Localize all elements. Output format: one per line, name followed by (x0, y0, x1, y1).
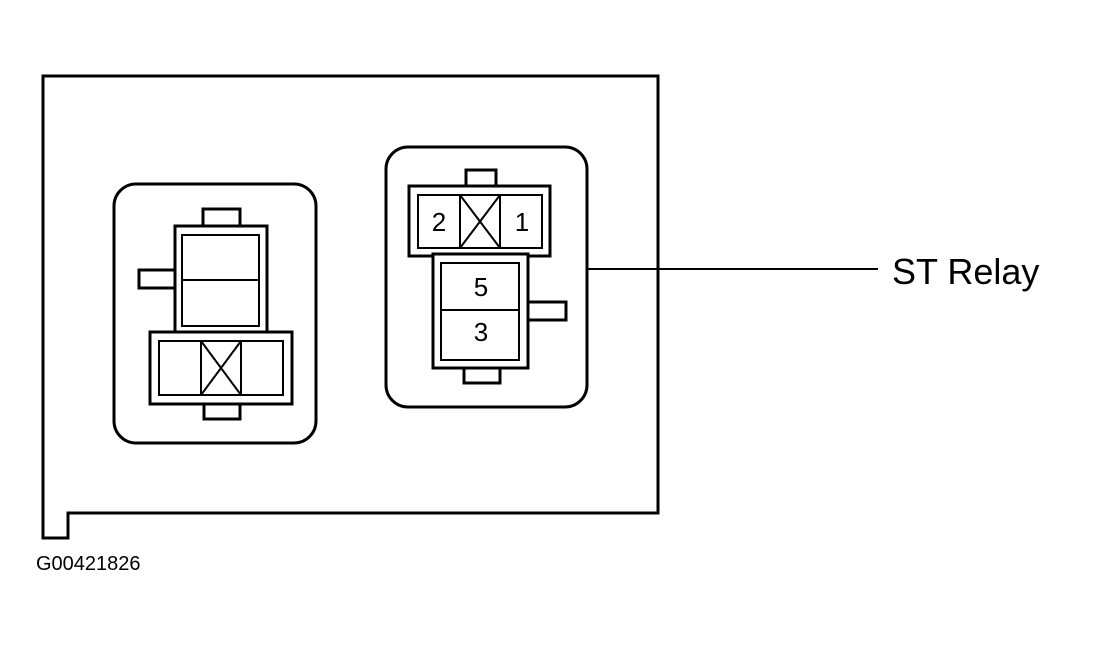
st-relay-callout-label: ST Relay (892, 251, 1039, 292)
st-relay-blocked-cross-b (459, 194, 501, 249)
st-relay-socket: 2 1 5 3 (384, 145, 589, 409)
left-relay-lower-cavity-right (240, 340, 284, 396)
figure-id: G00421826 (36, 553, 141, 575)
left-relay-lower-cavity-left (158, 340, 202, 396)
left-relay-socket (112, 182, 318, 445)
st-relay-cavity-5 (440, 262, 520, 311)
st-relay-cavity-2 (417, 194, 461, 249)
st-relay-pin-1-label: 1 (515, 207, 529, 237)
st-relay-pin-5-label: 5 (474, 272, 488, 302)
left-relay-upper-cavity-1 (181, 234, 260, 281)
st-relay-pin-3-label: 3 (474, 317, 488, 347)
st-relay-pin-2-label: 2 (432, 207, 446, 237)
left-relay-upper-cavity-2 (181, 279, 260, 327)
relay-block-outline (41, 74, 660, 540)
st-relay-cavity-3 (440, 309, 520, 361)
left-relay-side-tab (137, 268, 177, 290)
st-relay-cavity-1 (499, 194, 543, 249)
st-relay-side-tab (526, 300, 568, 322)
left-relay-blocked-cross-b (200, 340, 242, 396)
